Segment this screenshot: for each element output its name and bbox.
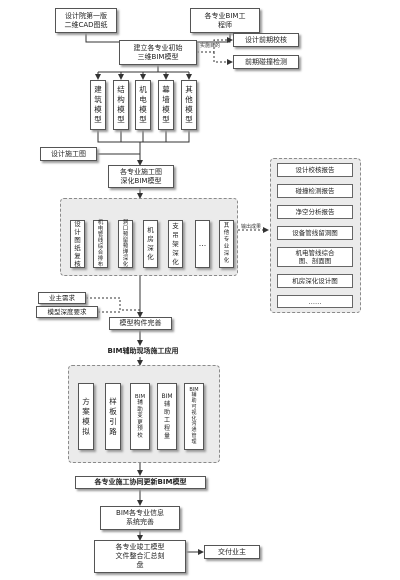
output-item: 机电管线综合 图、剖面图 [277, 247, 353, 267]
model-mep: 机 电 模 型 [135, 80, 151, 130]
deepen-item-openings: 洞 口 预 留 预 埋 深 化 [118, 220, 133, 268]
deepen-model-node: 各专业施工图 深化BIM模型 [108, 165, 174, 188]
bim-site-application-label: BIM辅助现场施工应用 [107, 347, 179, 355]
deliver-owner-node: 交付业主 [204, 545, 260, 559]
cad-drawing-node: 设计院第一版 二维CAD图纸 [55, 8, 117, 33]
deepen-item-hangers: 支 吊 架 深 化 [168, 220, 183, 268]
output-item: …… [277, 295, 353, 308]
implement-purpose-label: 实施目的 [200, 43, 221, 49]
site-item-change-precheck: BIM 辅 助 变 更 预 校 [130, 383, 150, 450]
deepen-item-ellipsis: … [195, 220, 210, 268]
output-item: 设计校核报告 [277, 163, 353, 177]
model-complete-node: 模型构件完善 [109, 317, 172, 330]
deepen-item-design-review: 设 计 图 纸 复 核 [70, 220, 85, 268]
bim-engineer-node: 各专业BIM工 程师 [190, 8, 260, 33]
update-model-node: 各专业施工协同更新BIM模型 [75, 476, 206, 489]
model-structure: 结 构 模 型 [113, 80, 129, 130]
deepen-item-other: 其 他 专 业 深 化 [219, 220, 234, 268]
deepen-item-machine-room: 机 房 深 化 [143, 220, 158, 268]
site-item-quantities: BIM 辅 助 工 程 量 [157, 383, 177, 450]
output-item: 净空分析报告 [277, 205, 353, 219]
check-node-design: 设计前期校核 [233, 33, 299, 47]
model-curtain-wall: 幕 墙 模 型 [158, 80, 174, 130]
site-item-scheme-simulation: 方 案 模 拟 [78, 383, 94, 450]
model-other: 其 他 模 型 [181, 80, 197, 130]
site-item-sample-guidance: 样 板 引 路 [105, 383, 121, 450]
deepen-item-mep-layout: 机 电 管 线 综 合 排 布 [93, 220, 108, 268]
site-item-visual-communication: BIM 辅 助 可 视 化 沟 通 管 理 [184, 383, 204, 450]
output-item: 设备管线留洞图 [277, 226, 353, 240]
model-architecture: 建 筑 模 型 [90, 80, 106, 130]
output-results-label: 输出成果 [241, 224, 262, 230]
final-archive-node: 各专业竣工模型 文件整合汇总刻 盘 [94, 540, 186, 573]
output-item: 机房深化设计图 [277, 274, 353, 288]
output-item: 碰撞检测报告 [277, 184, 353, 198]
construction-drawing-node: 设计施工图 [40, 147, 97, 161]
check-node-collision: 前期碰撞检测 [233, 55, 299, 69]
info-complete-node: BIM各专业信息 系统完善 [100, 506, 180, 530]
owner-demand-node: 业主需求 [38, 292, 86, 304]
model-depth-node: 模型深度要求 [36, 306, 98, 318]
build-initial-model-node: 建立各专业初始 三维BIM模型 [119, 40, 197, 65]
